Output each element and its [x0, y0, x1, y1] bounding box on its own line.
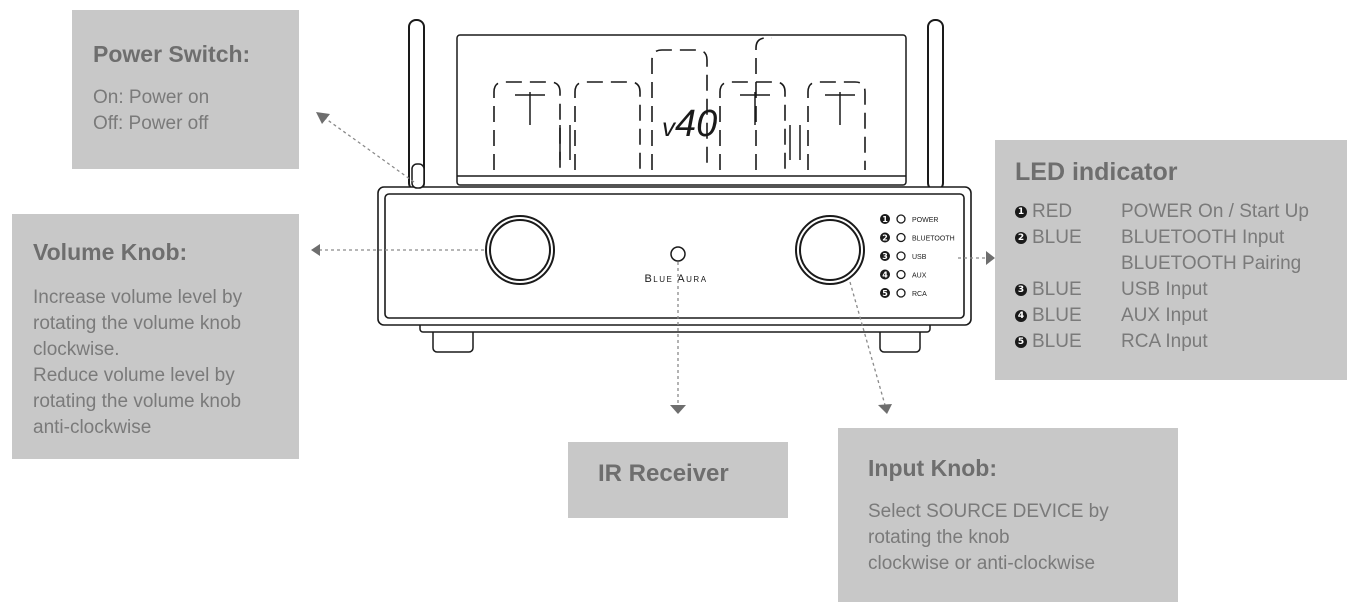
panel-led-number: 5 — [882, 289, 888, 298]
panel-led-number: 3 — [882, 252, 888, 261]
led-color-label — [1032, 251, 1121, 277]
led-color-label: BLUE — [1032, 279, 1082, 300]
led-color-label: BLUE — [1032, 305, 1082, 326]
input-knob-line: rotating the knob — [868, 527, 1010, 548]
pointer-arrowheads — [311, 112, 995, 414]
input-knob — [795, 215, 865, 285]
led-description: AUX Input — [1121, 305, 1208, 326]
volume-knob-line: rotating the volume knob — [33, 391, 242, 412]
power-switch-callout: Power Switch: On: Power on Off: Power of… — [72, 10, 299, 169]
panel-led-label: BLUETOOTH — [912, 236, 955, 243]
power-switch-title: Power Switch: — [93, 41, 251, 67]
model-logo-prefix: v — [662, 112, 677, 142]
led-color-label: BLUE — [1032, 331, 1082, 352]
ir-receiver-callout: IR Receiver — [568, 442, 788, 518]
led-color-label: RED — [1032, 201, 1073, 222]
model-number: 40 — [675, 103, 717, 145]
input-knob-line: clockwise or anti-clockwise — [868, 553, 1096, 574]
arrowhead-input — [878, 404, 892, 414]
power-switch-text: On: Power on Off: Power off — [93, 85, 299, 137]
volume-knob-line: anti-clockwise — [33, 417, 152, 438]
pointer-lines — [320, 115, 990, 406]
power-switch-toggle — [411, 163, 425, 189]
panel-led-number-badge — [880, 269, 890, 280]
input-knob-title: Input Knob: — [868, 455, 998, 481]
antenna-right — [927, 19, 944, 191]
led-number-badge: 4 — [1015, 310, 1027, 322]
panel-led-label: AUX — [912, 273, 927, 280]
panel-led-light — [896, 232, 906, 243]
led-description: USB Input — [1121, 279, 1208, 300]
volume-knob-line: rotating the volume knob — [33, 313, 242, 334]
led-number-badge: 3 — [1015, 284, 1027, 296]
arrowhead-ir — [670, 405, 686, 414]
input-knob-callout: Input Knob: Select SOURCE DEVICE by rota… — [838, 428, 1178, 602]
panel-led-light — [896, 288, 906, 298]
led-description: POWER On / Start Up — [1121, 201, 1309, 222]
panel-led-label: RCA — [912, 291, 927, 298]
panel-led-label: USB — [912, 254, 927, 261]
panel-led-number: 2 — [882, 234, 888, 243]
led-indicator-row: 3 BLUE USB Input — [1015, 277, 1347, 303]
panel-led-number-badge — [880, 214, 890, 224]
led-color-label: BLUE — [1032, 227, 1082, 248]
led-description: BLUETOOTH Pairing — [1121, 253, 1302, 274]
input-knob-text: Select SOURCE DEVICE by rotating the kno… — [868, 499, 1178, 577]
led-indicator-row: BLUETOOTH Pairing — [1015, 251, 1347, 277]
arrowhead-volume — [311, 244, 320, 256]
led-indicator-row: 2 BLUE BLUETOOTH Input — [1015, 225, 1347, 251]
panel-led-number: 1 — [882, 215, 888, 224]
ir-sensor — [670, 246, 686, 262]
panel-led-light — [896, 269, 906, 280]
input-knob-line: Select SOURCE DEVICE by — [868, 501, 1109, 522]
arrowhead-power — [316, 112, 330, 124]
pointer-power — [321, 115, 415, 183]
volume-knob-callout: Volume Knob: Increase volume level by ro… — [12, 214, 299, 459]
panel-led-number-badge — [880, 288, 890, 298]
led-description: RCA Input — [1121, 331, 1208, 352]
led-indicator-row: 4 BLUE AUX Input — [1015, 303, 1347, 329]
arrowhead-led — [986, 251, 995, 265]
volume-knob-line: Increase volume level by — [33, 287, 243, 308]
panel-led-number: 4 — [882, 271, 888, 280]
panel-led-group: 1 POWER 2 BLUETOOTH 3 USB 4 AUX 5 RCA — [880, 214, 955, 298]
panel-led-light — [896, 214, 906, 224]
led-indicator-title: LED indicator — [1015, 158, 1178, 186]
led-number-badge: 2 — [1015, 232, 1027, 244]
volume-knob-text: Increase volume level by rotating the vo… — [33, 285, 299, 441]
led-description: BLUETOOTH Input — [1121, 227, 1285, 248]
led-indicator-row: 5 BLUE RCA Input — [1015, 329, 1347, 355]
brand-label: Blue Aura — [644, 273, 707, 285]
led-indicator-row: 1 RED POWER On / Start Up — [1015, 199, 1347, 225]
panel-led-label: POWER — [912, 217, 938, 224]
volume-knob — [485, 215, 555, 285]
volume-knob-line: clockwise. — [33, 339, 120, 360]
power-switch-line: Off: Power off — [93, 113, 209, 134]
power-switch-line: On: Power on — [93, 87, 210, 108]
led-number-badge: 1 — [1015, 206, 1027, 218]
panel-led-light — [896, 251, 906, 261]
volume-knob-line: Reduce volume level by — [33, 365, 235, 386]
ir-receiver-title: IR Receiver — [598, 460, 729, 487]
led-number-badge: 5 — [1015, 336, 1027, 348]
vacuum-tubes — [493, 37, 866, 170]
panel-led-number-badge — [880, 251, 890, 261]
model-logo: v40 — [662, 103, 717, 145]
volume-knob-title: Volume Knob: — [33, 239, 188, 265]
panel-led-number-badge — [880, 232, 890, 243]
tube-internals — [515, 92, 855, 160]
